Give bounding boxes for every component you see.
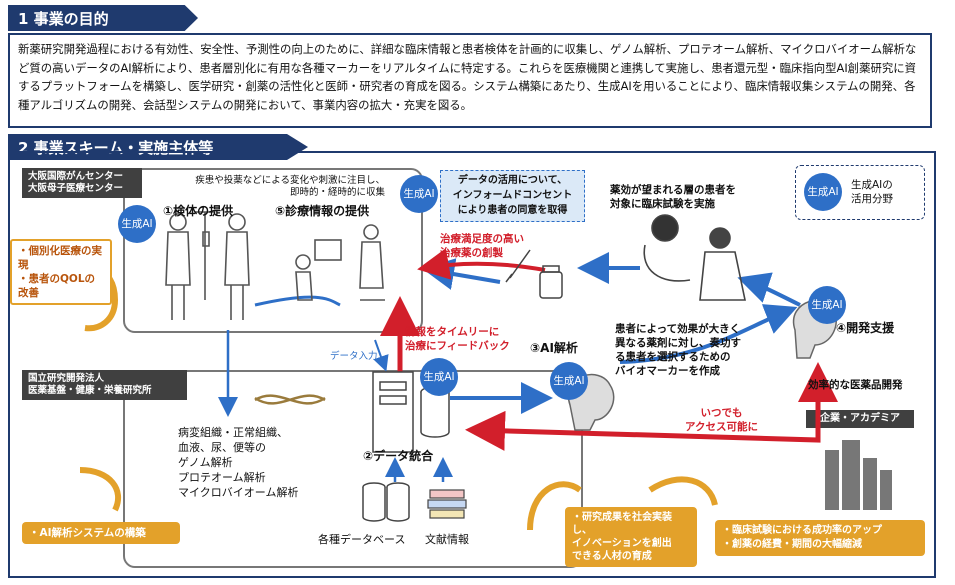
orange-arrow-bottom-left [79, 467, 122, 512]
patient-figures [165, 211, 385, 320]
arrow-drug-to-hospital [422, 258, 501, 290]
feedback-label: 情報をタイムリーに治療にフィードバック [405, 326, 510, 352]
arrow-support-to-trial [737, 272, 801, 307]
section1-title: 1 事業の目的 [8, 5, 198, 31]
scheme-frame [8, 151, 936, 578]
trial-success-box: ・臨床試験における成功率のアップ・創薬の経費・期間の大幅縮減 [715, 520, 925, 556]
nibiohn-label: 国立研究開発法人医薬基盤・健康・栄養研究所 [22, 370, 187, 400]
trial-desc: 薬効が望まれる層の患者を対象に臨床試験を実施 [610, 184, 736, 210]
arrow-data-input [373, 339, 389, 372]
arrow-access [465, 378, 821, 451]
step5-label: ⑤診療情報の提供 [275, 204, 370, 218]
step1-label: ①検体の提供 [163, 204, 234, 218]
step3-label: ③AI解析 [530, 341, 578, 355]
access-label: いつでもアクセス可能に [685, 407, 758, 433]
talent-box: ・研究成果を社会実装し、イノベーションを創出できる人材の育成 [565, 507, 697, 567]
hospital-label: 大阪国際がんセンター大阪母子医療センター [22, 168, 142, 198]
database-icon [362, 482, 410, 522]
buildings-icon [825, 440, 892, 510]
database-label: 各種データベース [318, 533, 406, 546]
arrow-hospital-to-data [254, 295, 341, 307]
biomarker-desc: 患者によって効果が大きく異なる薬剤に対し、奏功する患者を選択するためのバイオマー… [615, 323, 741, 377]
company-label: 企業・アカデミア [806, 410, 914, 428]
step2-label: ②データ統合 [363, 449, 434, 463]
trial-figures [643, 214, 746, 301]
step4-label: ④開発支援 [836, 321, 895, 335]
dna-icon [254, 394, 326, 405]
nibiohn-region [123, 370, 583, 568]
data-input-label: データ入力 [330, 351, 378, 362]
section1-body: 新薬研究開発過程における有効性、安全性、予測性の向上のために、詳細な臨床情報と患… [8, 33, 932, 128]
ai-system-box: ・AI解析システムの構築 [22, 522, 180, 544]
arrow-unmet [417, 248, 546, 280]
unmet-drug-label: 治療満足度の高い治療薬の創製 [440, 233, 524, 259]
consent-callout: データの活用について、インフォームドコンセントにより患者の同意を取得 [440, 170, 585, 222]
legend-text: 生成AIの活用分野 [851, 179, 893, 205]
orange-arrow-right [648, 476, 718, 506]
section2-title: 2 事業スキーム・実施主体等 [8, 134, 308, 160]
hospital-desc: 疾患や投薬などによる変化や刺激に注目し、即時的・経時的に収集 [195, 175, 385, 198]
efficient-dev-label: 効率的な医薬品開発 [808, 379, 903, 391]
orange-arrow-mid [527, 481, 582, 531]
samples-desc: 病変組織・正常組織、血液、尿、便等のゲノム解析プロテオーム解析マイクロバイオーム… [178, 426, 299, 499]
left-outcome-box: ・個別化医療の実現・患者のQOLの改善 [10, 239, 112, 305]
books-icon [427, 489, 467, 519]
drug-icons [505, 249, 563, 299]
literature-label: 文献情報 [425, 533, 469, 546]
arrow-ai-to-support [619, 304, 798, 364]
